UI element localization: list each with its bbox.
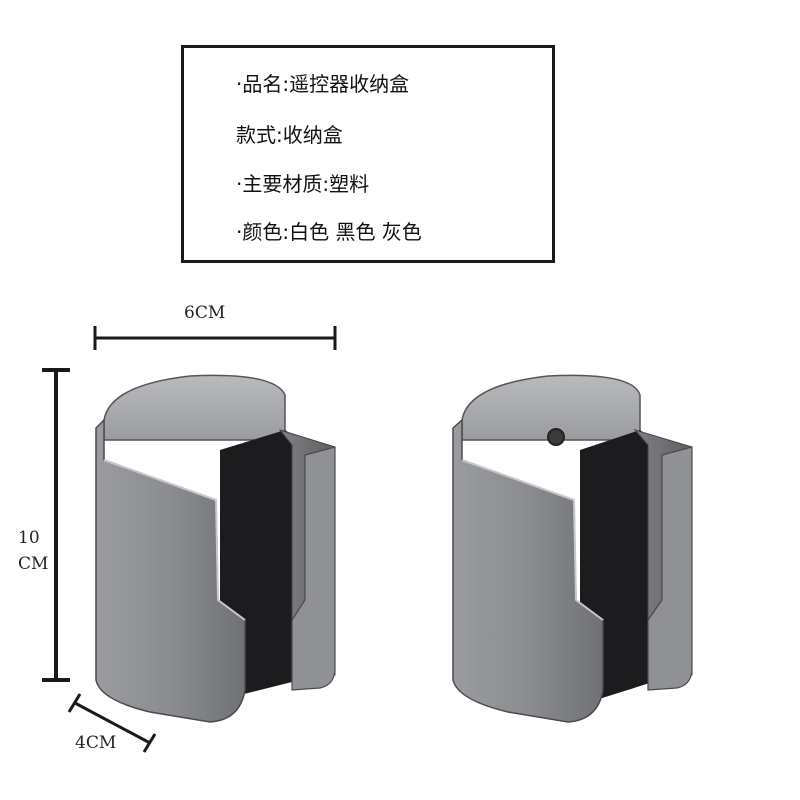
spec-style: 款式:收纳盒: [236, 123, 343, 147]
spec-material: ·主要材质:塑料: [236, 172, 370, 196]
spec-colors: ·颜色:白色 黑色 灰色: [236, 220, 422, 244]
holder-left: [95, 374, 336, 723]
spec-box: ·品名:遥控器收纳盒 款式:收纳盒 ·主要材质:塑料 ·颜色:白色 黑色 灰色: [181, 45, 555, 263]
mounting-hole-icon: [547, 428, 565, 446]
spec-product-name: ·品名:遥控器收纳盒: [236, 72, 410, 96]
depth-dimension: [67, 693, 157, 753]
height-dimension: [42, 368, 70, 682]
depth-label: 4CM: [75, 733, 117, 753]
holder-right: [452, 374, 693, 723]
height-label-unit: CM: [18, 554, 49, 574]
width-dimension: [93, 326, 337, 350]
height-label-number: 10: [18, 528, 40, 548]
width-label: 6CM: [184, 303, 226, 323]
